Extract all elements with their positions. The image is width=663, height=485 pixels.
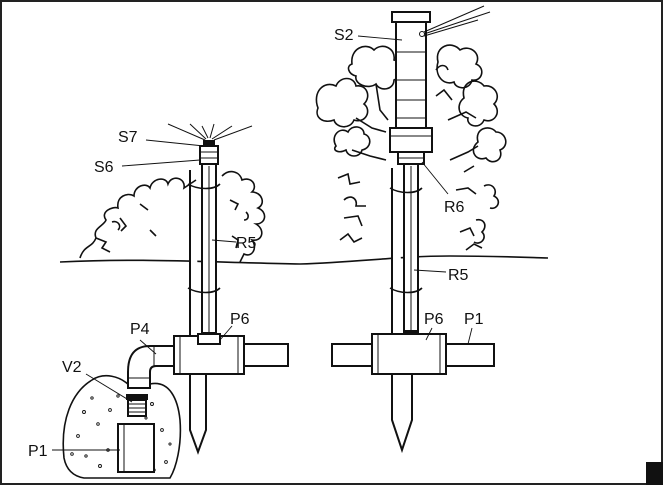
left-pipe-p1 (117, 423, 155, 473)
left-nozzle-cap (203, 140, 215, 147)
soil-cutaway (62, 374, 182, 479)
label-r5-right: R5 (448, 267, 469, 284)
right-spray (423, 5, 491, 37)
label-s2: S2 (334, 27, 354, 44)
label-r6: R6 (444, 199, 465, 216)
label-p1-left: P1 (28, 443, 48, 460)
left-sprinkler-head (199, 145, 219, 165)
leader-lines (52, 35, 473, 451)
label-s7: S7 (118, 129, 138, 146)
label-p6-right: P6 (424, 311, 444, 328)
label-r5-left: R5 (236, 235, 257, 252)
left-shrub (79, 170, 266, 263)
label-p1-right: P1 (464, 311, 484, 328)
corner-mark (646, 462, 663, 485)
right-rotor-s2 (395, 19, 427, 129)
label-v2: V2 (62, 359, 82, 376)
left-spray (167, 123, 253, 141)
label-p4: P4 (130, 321, 150, 338)
left-main-pipe (243, 343, 289, 367)
right-main-pipe-p1 (445, 343, 495, 367)
right-rotor-base (389, 127, 433, 153)
right-rotor-cap (391, 11, 431, 23)
valve-fitting-top (126, 394, 148, 400)
right-tee-body (371, 333, 447, 375)
right-tree (315, 44, 507, 251)
ground-line (59, 255, 549, 265)
left-elbow (127, 345, 175, 389)
label-s6: S6 (94, 159, 114, 176)
label-p6-left: P6 (230, 311, 250, 328)
right-main-pipe-left (331, 343, 373, 367)
